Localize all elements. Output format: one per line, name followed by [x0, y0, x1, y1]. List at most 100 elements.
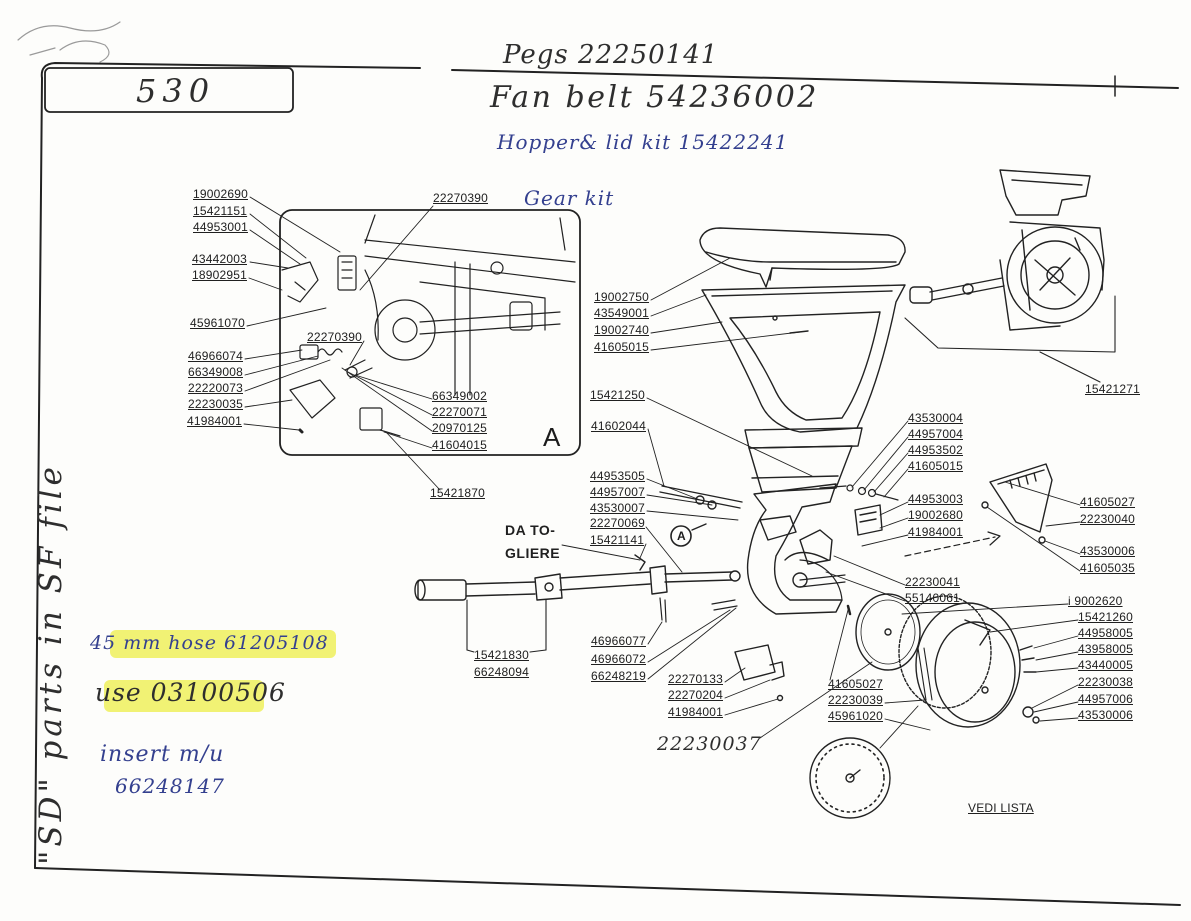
part-number: 22270390 — [307, 330, 362, 344]
part-number: 22270071 — [432, 405, 487, 419]
page-border — [34, 62, 1181, 906]
part-number: 41605035 — [1080, 561, 1135, 575]
part-number: 41605015 — [908, 459, 963, 473]
drive-unit — [999, 169, 1105, 331]
part-number: 41604015 — [432, 438, 487, 452]
part-number: 15421250 — [590, 388, 645, 402]
part-number: 66349008 — [188, 365, 243, 379]
part-number: 15421271 — [1085, 382, 1140, 396]
part-number: 22270133 — [668, 672, 723, 686]
part-number: 19002690 — [193, 187, 248, 201]
inset-a-mechanism — [281, 214, 576, 437]
note-hopper-kit: Hopper& lid kit 15422241 — [497, 130, 789, 154]
side-note: "SD" parts in SF file — [33, 463, 69, 865]
note-hose: 45 mm hose 61205108 — [90, 632, 329, 654]
upper-fasteners — [819, 484, 899, 501]
part-number: 43440005 — [1078, 658, 1133, 672]
part-number: 15421870 — [430, 486, 485, 500]
part-number: 41605027 — [828, 677, 883, 691]
part-number: 55140061 — [905, 591, 960, 605]
note-pegs: Pegs 22250141 — [503, 40, 719, 70]
note-loose-number: 22230037 — [657, 733, 762, 755]
scan-marks — [17, 21, 121, 63]
part-number: 22230039 — [828, 693, 883, 707]
leader-lines — [243, 196, 1081, 749]
seed-plate — [846, 593, 921, 671]
part-number: 22270390 — [433, 191, 488, 205]
note-gear-kit: Gear kit — [524, 186, 615, 210]
part-number: 43530004 — [908, 411, 963, 425]
arrow-head — [987, 531, 1001, 546]
part-number: 44953003 — [908, 492, 963, 506]
shaft-leaders — [466, 599, 547, 653]
drive-unit-leader — [904, 295, 1116, 383]
lower-plate — [734, 644, 785, 702]
part-number: 44953502 — [908, 443, 963, 457]
part-number: 41605015 — [594, 340, 649, 354]
dashed-arrow — [904, 536, 996, 557]
part-number: 66248219 — [591, 669, 646, 683]
part-number: 44953001 — [193, 220, 248, 234]
page-number-box — [44, 67, 294, 113]
part-number: 18902951 — [192, 268, 247, 282]
part-number: 22220073 — [188, 381, 243, 395]
part-number: 41605027 — [1080, 495, 1135, 509]
marker-plate — [981, 463, 1053, 544]
transmission-shaft — [414, 554, 741, 601]
part-number: 44957007 — [590, 485, 645, 499]
hopper-lid — [699, 227, 906, 288]
part-number: 44958005 — [1078, 626, 1133, 640]
part-number: 19002750 — [594, 290, 649, 304]
part-number: i 9002620 — [1068, 594, 1123, 608]
hopper-neck — [744, 427, 863, 493]
part-number: 22270204 — [668, 688, 723, 702]
part-number: 46966072 — [591, 652, 646, 666]
remove-note-line1: DA TO- — [505, 522, 556, 538]
drive-shaft — [909, 277, 1005, 304]
part-number: 19002740 — [594, 323, 649, 337]
callout-arrow — [691, 523, 707, 531]
part-number: 22230038 — [1078, 675, 1133, 689]
part-number: 43530007 — [590, 501, 645, 515]
note-insert: insert m/u — [100, 742, 225, 767]
part-number: 22230040 — [1080, 512, 1135, 526]
part-number: 44957004 — [908, 427, 963, 441]
bracket — [799, 504, 883, 565]
part-number: 44957006 — [1078, 692, 1133, 706]
part-number: 41602044 — [591, 419, 646, 433]
part-number: 19002680 — [908, 508, 963, 522]
seed-disc-note: VEDI LISTA — [968, 801, 1034, 815]
part-number: 41984001 — [908, 525, 963, 539]
hopper-body — [701, 284, 906, 433]
part-number: 45961020 — [828, 709, 883, 723]
part-number: 43549001 — [594, 306, 649, 320]
part-number: 41984001 — [187, 414, 242, 428]
highlight-hose — [110, 630, 336, 658]
part-number: 22230041 — [905, 575, 960, 589]
part-number: 45961070 — [190, 316, 245, 330]
part-number: 15421141 — [590, 533, 645, 547]
note-fan-belt: Fan belt 54236002 — [490, 80, 819, 115]
part-number: 22270069 — [590, 516, 645, 530]
part-number: 15421260 — [1078, 610, 1133, 624]
seed-disc — [809, 737, 891, 819]
remove-note-line2: GLIERE — [505, 545, 561, 561]
seeder-body — [746, 483, 846, 615]
inset-label: A — [543, 422, 561, 452]
page-number-label: 530 — [136, 72, 216, 110]
part-number: 15421830 — [474, 648, 529, 662]
part-number: 46966077 — [591, 634, 646, 648]
pins — [659, 597, 738, 623]
note-insert-number: 66248147 — [115, 774, 225, 798]
part-number: 43442003 — [192, 252, 247, 266]
part-number: 20970125 — [432, 421, 487, 435]
distributor-housing — [898, 595, 1040, 728]
callout-circle — [670, 525, 692, 547]
part-number: 22230035 — [188, 397, 243, 411]
part-number: 44953505 — [590, 469, 645, 483]
callout-letter: A — [677, 529, 686, 543]
part-number: 66349002 — [432, 389, 487, 403]
part-number: 15421151 — [193, 204, 248, 218]
part-number: 46966074 — [188, 349, 243, 363]
